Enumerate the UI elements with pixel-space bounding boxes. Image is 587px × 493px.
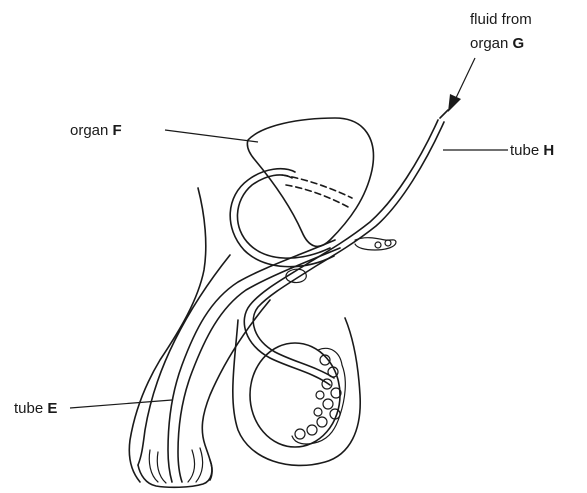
- ureter-dashed-2: [286, 185, 350, 208]
- testis: [250, 343, 340, 447]
- label-tube-e: tube E: [14, 400, 57, 417]
- sperm-duct-outer: [244, 120, 438, 385]
- glans-fold-2: [157, 452, 166, 483]
- label-fluid-line1-text: fluid from: [470, 11, 532, 28]
- glans-fold-1: [149, 450, 158, 482]
- label-organ-f-letter: F: [113, 122, 122, 139]
- fluid-arrow-shaft: [455, 58, 475, 100]
- leader-tube-e: [70, 400, 172, 408]
- label-fluid-line2-text: organ: [470, 35, 513, 52]
- glans-fold-3: [196, 448, 203, 482]
- fluid-arrow-head: [448, 94, 461, 112]
- label-fluid-line1: fluid from: [470, 11, 532, 28]
- label-fluid-letter: G: [513, 35, 525, 52]
- label-fluid-line2: organ G: [470, 35, 524, 52]
- tube-h-outer: [440, 110, 448, 118]
- label-organ-f-text: organ: [70, 122, 113, 139]
- urethra-outer: [168, 240, 335, 482]
- seminal-vesicle: [355, 238, 396, 250]
- label-organ-f: organ F: [70, 122, 122, 139]
- leader-organ-f: [165, 130, 258, 142]
- label-tube-h: tube H: [510, 142, 554, 159]
- label-tube-e-text: tube: [14, 400, 47, 417]
- label-tube-h-letter: H: [543, 142, 554, 159]
- glans-fold-4: [188, 450, 195, 482]
- label-tube-h-text: tube: [510, 142, 543, 159]
- label-tube-e-letter: E: [47, 400, 57, 417]
- sperm-duct-inner: [253, 122, 444, 378]
